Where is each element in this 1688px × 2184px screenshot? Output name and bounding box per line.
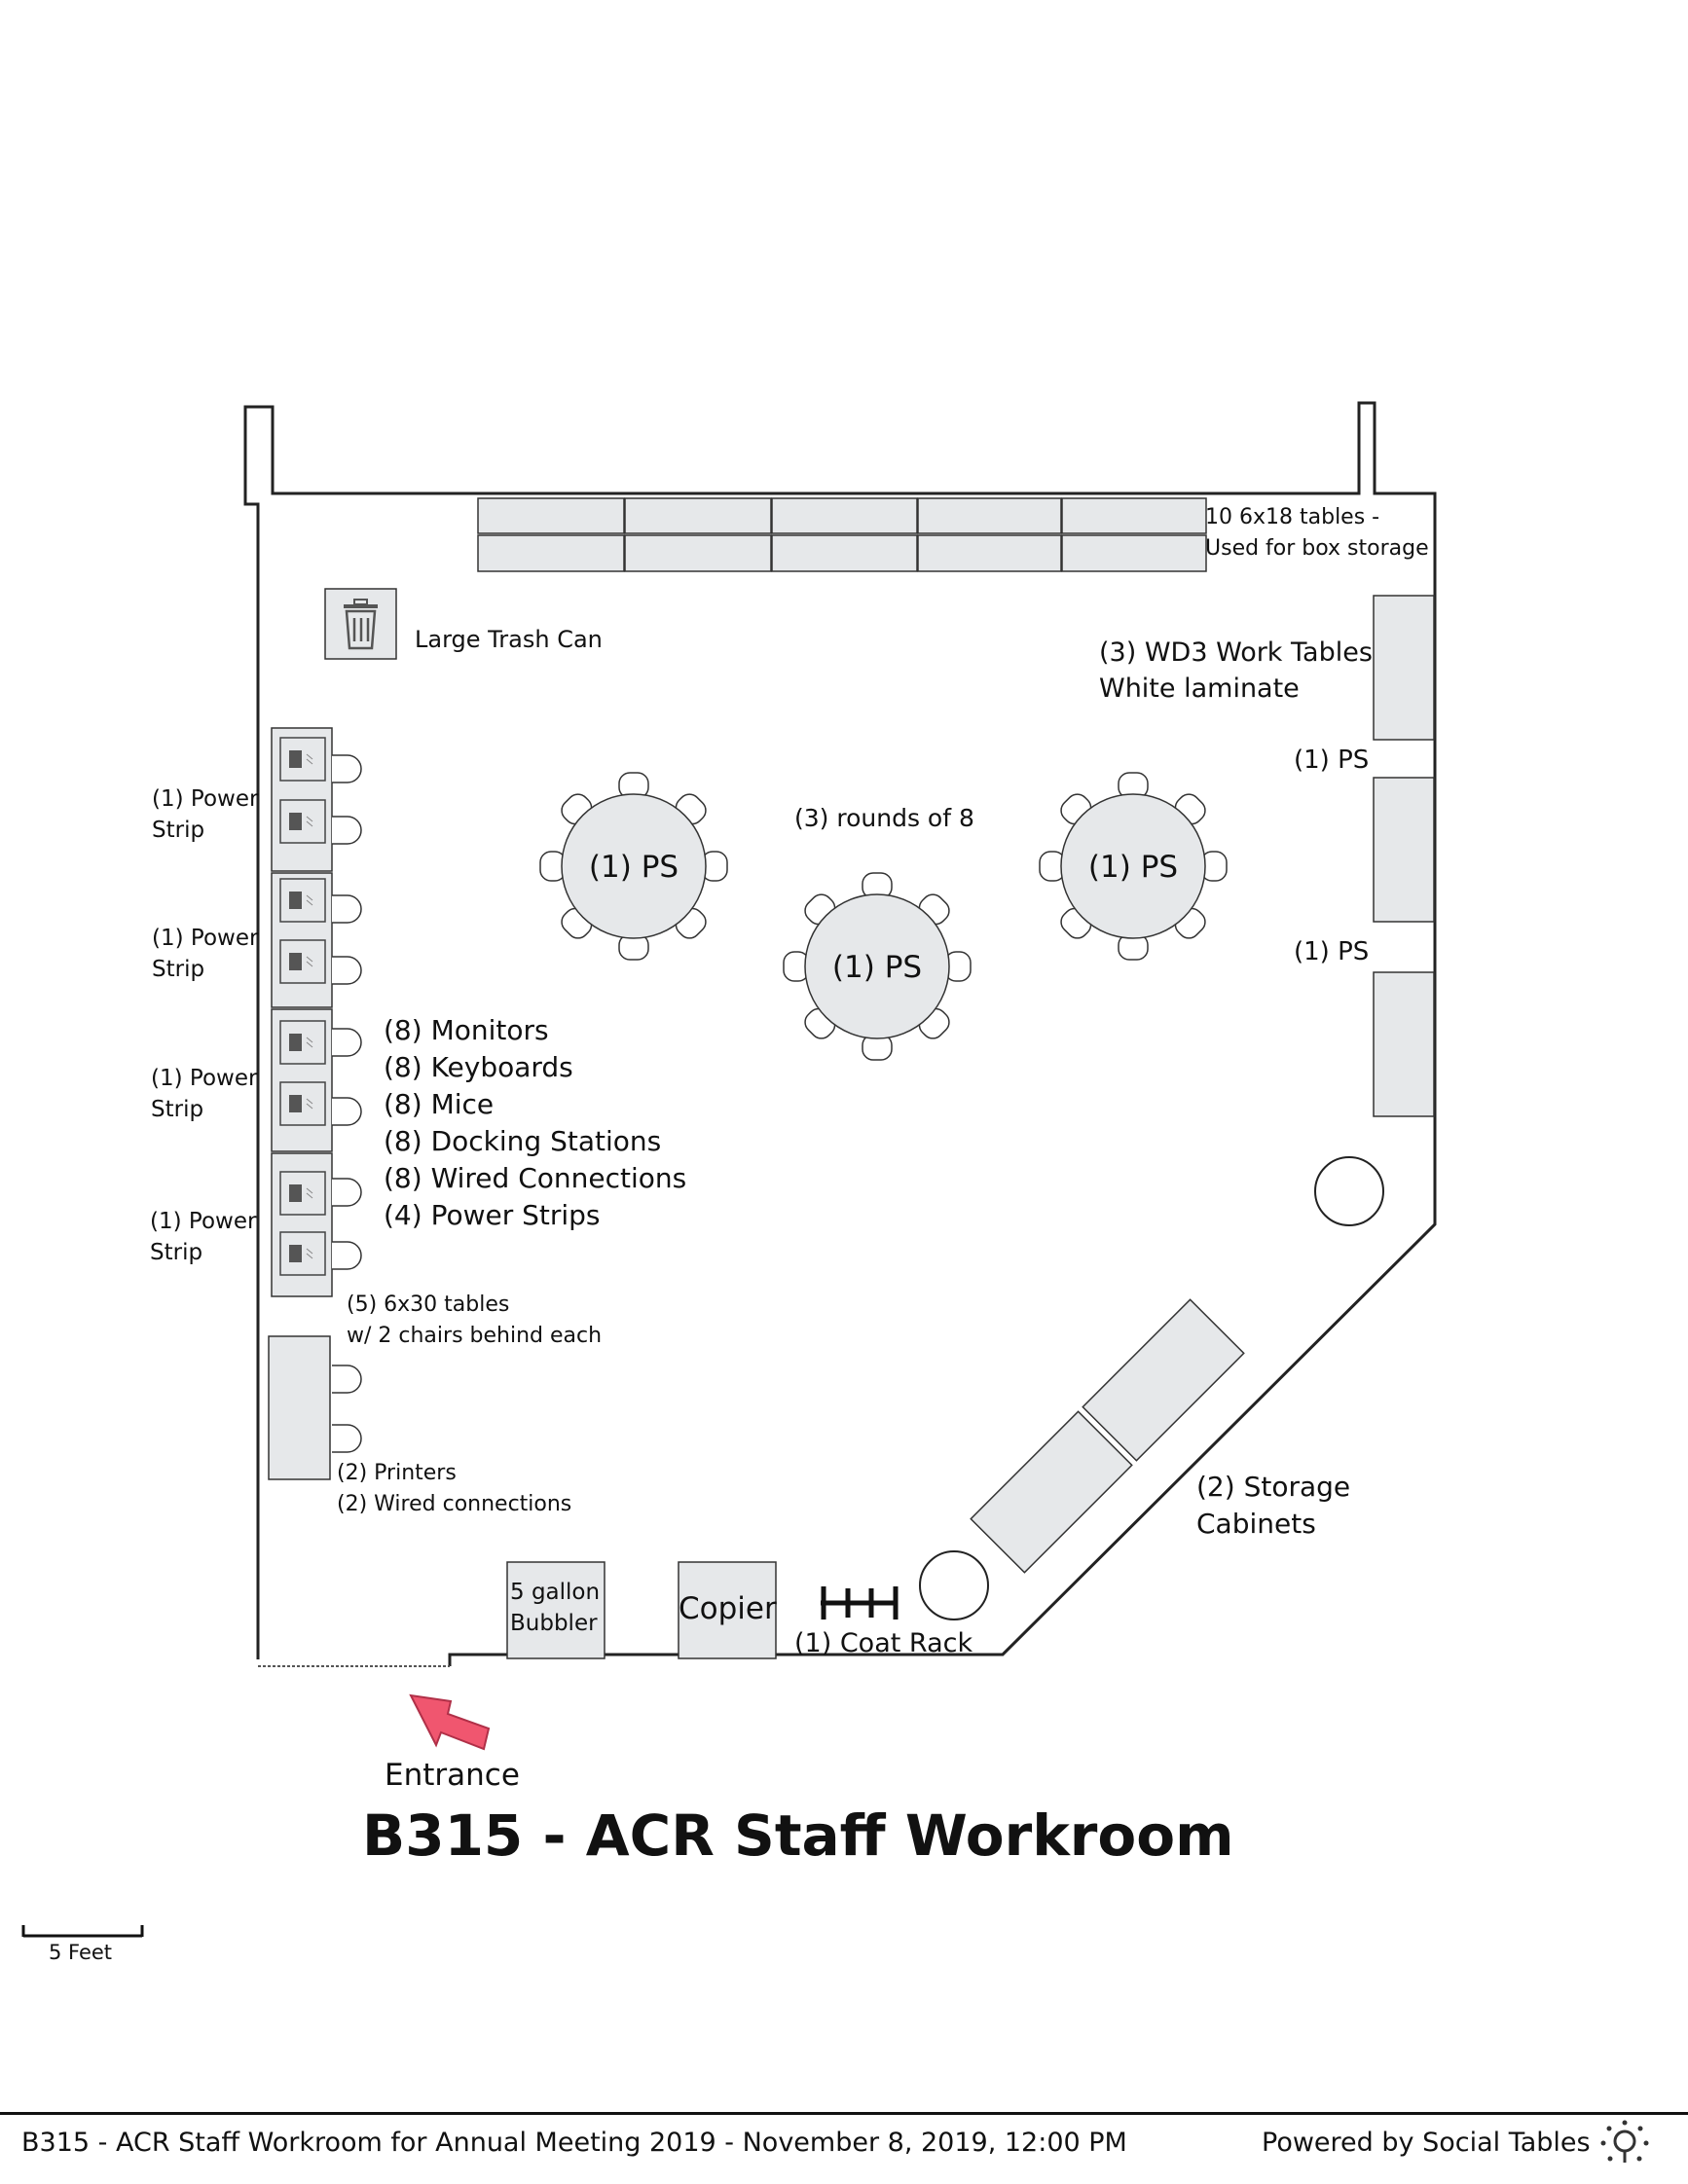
chair [332,1178,362,1207]
round-ps-label: (1) PS [1088,850,1178,885]
power-strip-label: Strip [152,818,204,843]
power-strip-label: (1) Power [152,926,259,951]
chair [332,1241,362,1270]
monitor-icon [279,939,326,984]
ps-right-label-1: (1) PS [1294,746,1369,775]
printers-label-2: (2) Wired connections [337,1492,571,1516]
bubbler-label-1: 5 gallon [510,1580,600,1605]
power-strip-label: Strip [152,957,204,982]
power-strip-label: Strip [150,1240,202,1265]
chair [332,894,362,924]
entrance-arrow-icon [409,1693,491,1751]
power-strip-label: (1) Power [152,786,259,812]
footer-caption: B315 - ACR Staff Workroom for Annual Mee… [21,2128,1127,2158]
equipment-item: (8) Docking Stations [384,1125,661,1157]
scale-label: 5 Feet [49,1941,113,1964]
printers-label-1: (2) Printers [337,1461,457,1485]
footer-brand: Powered by Social Tables [1262,2128,1591,2158]
monitor-icon [279,878,326,923]
monitor-icon [279,1020,326,1065]
monitor-icon [279,1081,326,1126]
bubbler-label-2: Bubbler [510,1611,598,1636]
round-object [919,1550,989,1620]
monitor-icon [279,799,326,844]
box-storage-label-2: Used for box storage [1205,536,1429,561]
tables-30-label-1: (5) 6x30 tables [347,1292,509,1317]
footer-divider [0,2112,1688,2115]
round-tabletop [561,793,707,939]
chair [332,1424,362,1453]
monitor-icon [279,1231,326,1276]
chair [332,754,362,783]
work-tables-label-2: White laminate [1099,673,1300,704]
monitor-icon [279,1171,326,1216]
round-ps-label: (1) PS [589,850,679,885]
social-tables-logo-icon [1600,2120,1649,2163]
round-tables: (1) PS (1) PS (1) PS [539,772,1228,1061]
chair [332,816,362,845]
round-tabletop [804,893,950,1039]
equipment-item: (8) Mice [384,1088,494,1120]
room-walls [243,401,1437,1666]
round-ps-label: (1) PS [832,950,922,985]
power-strip-label: (1) Power [150,1209,257,1234]
monitor-stations [279,737,326,1276]
storage-label-2: Cabinets [1196,1508,1316,1540]
tables-30-label-2: w/ 2 chairs behind each [347,1324,602,1348]
round-table: (1) PS [1039,772,1228,961]
entrance-label: Entrance [385,1758,520,1793]
trash-can-label: Large Trash Can [415,626,603,653]
box-storage-tables [477,497,1207,572]
round-object [1314,1156,1384,1226]
water-bubbler [506,1561,605,1659]
box-storage-label-1: 10 6x18 tables - [1205,505,1379,529]
equipment-item: (8) Keyboards [384,1051,573,1083]
chair [332,1028,362,1057]
equipment-item: (8) Wired Connections [384,1162,686,1194]
chair [332,1097,362,1126]
chair [332,956,362,985]
equipment-item: (4) Power Strips [384,1199,601,1231]
round-table: (1) PS [783,872,972,1061]
coat-rack-label: (1) Coat Rack [794,1628,972,1658]
coat-rack-icon [821,1586,899,1620]
round-table: (1) PS [539,772,728,961]
trash-can-icon [324,588,397,660]
power-strip-label: Strip [151,1097,203,1122]
monitor-icon [279,737,326,782]
scale-bar [21,1925,144,1938]
equipment-list: (8) Monitors (8) Keyboards (8) Mice (8) … [384,1014,686,1231]
storage-label-1: (2) Storage [1196,1471,1350,1503]
chair [332,1365,362,1394]
table-chairs [332,754,362,1453]
copier-label: Copier [679,1591,777,1626]
ps-right-label-2: (1) PS [1294,937,1369,966]
power-strip-label: (1) Power [151,1066,258,1091]
work-tables-label-1: (3) WD3 Work Tables [1099,637,1373,668]
round-tabletop [1060,793,1206,939]
rounds-label: (3) rounds of 8 [794,804,974,832]
room-title: B315 - ACR Staff Workroom [362,1802,1234,1869]
storage-cabinets [970,1298,1245,1574]
equipment-item: (8) Monitors [384,1014,549,1046]
copier [678,1561,777,1659]
wd3-work-tables [1373,595,1435,1117]
power-strip-labels: (1) Power Strip (1) Power Strip (1) Powe… [150,786,259,1265]
